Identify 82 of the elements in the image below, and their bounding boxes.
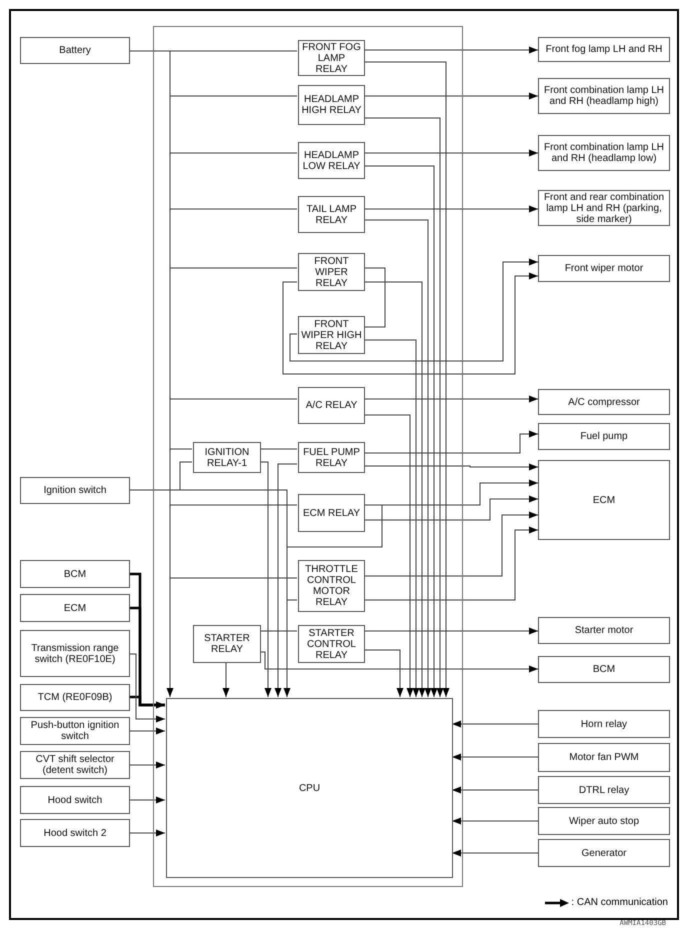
wire-line — [274, 464, 298, 698]
component-box: TCM (RE0F09B) — [20, 684, 130, 711]
component-box: Front fog lamp LH and RH — [538, 37, 670, 62]
wire-line — [282, 272, 538, 374]
wire-line — [130, 728, 166, 734]
wire-line — [364, 62, 450, 698]
component-box: Hood switch — [20, 786, 130, 814]
wire-line — [364, 282, 426, 698]
component-box: Ignition switch — [20, 477, 130, 504]
wire-line — [130, 654, 166, 722]
wire-line — [364, 526, 538, 600]
wire-line — [364, 118, 444, 698]
wire-line — [130, 830, 166, 836]
component-box: ECM — [20, 594, 130, 622]
wire-line — [364, 150, 538, 156]
wire-line — [222, 662, 230, 698]
component-box: BCM — [20, 560, 130, 588]
relay-box: IGNITION RELAY-1 — [193, 442, 261, 473]
relay-box: FRONT WIPER RELAY — [298, 253, 365, 291]
wire-line — [364, 166, 438, 698]
wire-line — [364, 92, 538, 100]
wire-line — [260, 652, 538, 672]
wire-line — [364, 206, 538, 212]
wire-line — [452, 850, 538, 856]
wire-line — [364, 628, 538, 634]
wire-line — [260, 462, 272, 698]
wire-line — [364, 340, 420, 698]
component-box: Generator — [538, 839, 670, 867]
wire-line — [290, 258, 538, 362]
wire-line — [260, 448, 298, 450]
wire-line — [364, 512, 538, 576]
component-box: Wiper auto stop — [538, 807, 670, 835]
component-box: Horn relay — [538, 710, 670, 738]
relay-box: HEADLAMP LOW RELAY — [298, 142, 365, 179]
relay-box: FRONT FOG LAMP RELAY — [298, 40, 365, 76]
component-box: Front combination lamp LH and RH (headlamp high) — [538, 78, 670, 114]
wire-line — [364, 650, 404, 698]
component-box: Front wiper motor — [538, 255, 670, 282]
component-box: Starter motor — [538, 617, 670, 644]
relay-box: ECM RELAY — [298, 494, 365, 532]
component-box: Push-button ignition switch — [20, 717, 130, 745]
wire-line — [452, 754, 538, 760]
wire-line — [130, 462, 192, 490]
wire-line — [364, 46, 538, 54]
wire-line — [452, 818, 538, 824]
wire-line — [364, 430, 538, 454]
component-box: Motor fan PWM — [538, 743, 670, 772]
relay-box: STARTER CONTROL RELAY — [298, 625, 365, 663]
cpu-box: CPU — [166, 698, 453, 878]
wire-line — [364, 414, 414, 698]
relay-box: FRONT WIPER HIGH RELAY — [298, 316, 365, 354]
wire-line — [364, 396, 538, 402]
component-box: Fuel pump — [538, 423, 670, 450]
component-box: Battery — [20, 37, 130, 64]
wire-line — [364, 464, 538, 470]
relay-box: TAIL LAMP RELAY — [298, 196, 365, 233]
relay-box: HEADLAMP HIGH RELAY — [298, 85, 365, 125]
wire-line — [452, 720, 538, 728]
component-box: Transmission range switch (RE0F10E) — [20, 630, 130, 677]
wire-line — [130, 796, 166, 804]
component-box: DTRL relay — [538, 776, 670, 804]
component-box: Hood switch 2 — [20, 819, 130, 847]
can-line — [130, 696, 165, 708]
component-box: Front and rear combination lamp LH and RH (parking, side marker) — [538, 190, 670, 226]
component-box: Front combination lamp LH and RH (headlamp low) — [538, 135, 670, 171]
wire-line — [364, 220, 432, 698]
relay-box: A/C RELAY — [298, 387, 365, 424]
wire-line — [452, 786, 538, 794]
wire-line — [364, 268, 386, 328]
module-outline — [153, 26, 463, 887]
relay-box: THROTTLE CONTROL MOTOR RELAY — [298, 560, 365, 612]
legend-text: : CAN communication — [571, 897, 668, 908]
component-box: A/C compressor — [538, 389, 670, 415]
component-box: ECM — [538, 460, 670, 540]
component-box: BCM — [538, 656, 670, 683]
wire-line — [260, 630, 298, 632]
wire-line — [364, 496, 538, 520]
relay-box: STARTER RELAY — [193, 625, 261, 663]
wire-line — [286, 504, 382, 600]
wire-line — [130, 762, 166, 768]
relay-box: FUEL PUMP RELAY — [298, 442, 365, 473]
component-box: CVT shift selector (detent switch) — [20, 751, 130, 779]
